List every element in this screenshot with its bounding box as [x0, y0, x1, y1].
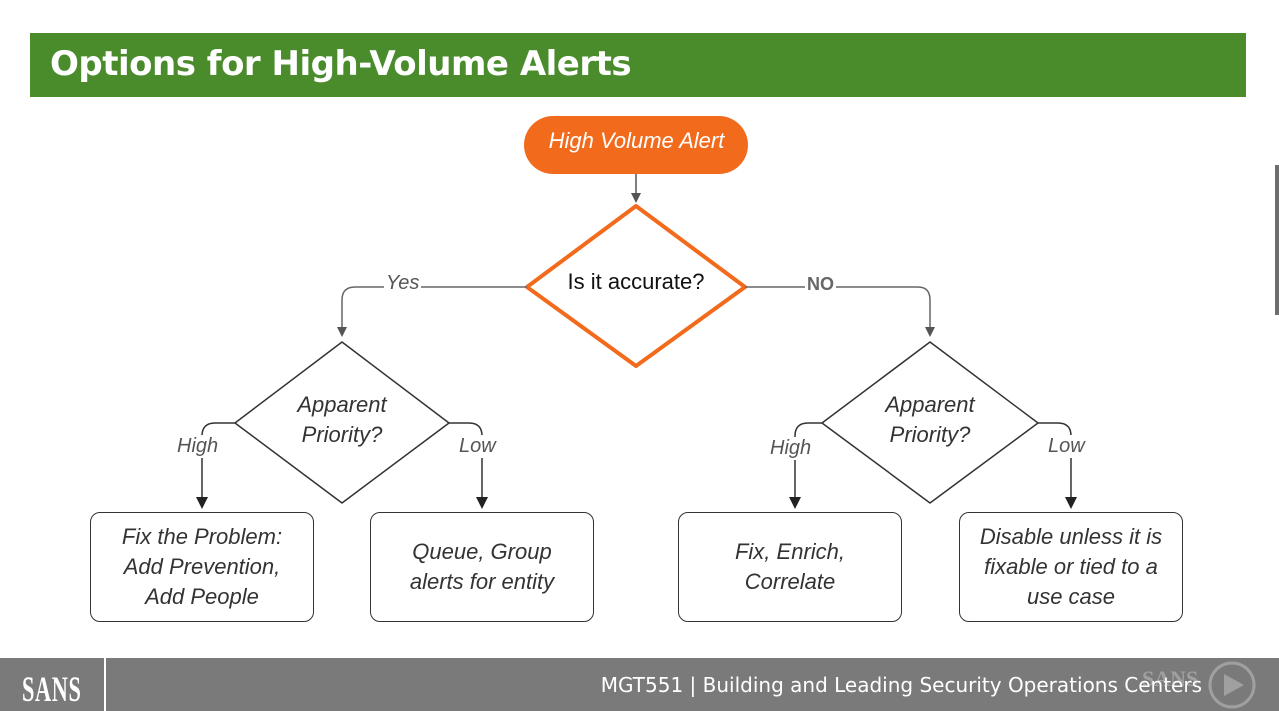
outcome-box-queue: Queue, Group alerts for entity	[370, 512, 594, 622]
start-node	[524, 116, 748, 174]
no-label: NO	[805, 274, 836, 295]
svg-text:SANS: SANS	[1142, 666, 1198, 691]
course-title: MGT551 | Building and Leading Security O…	[600, 673, 1202, 697]
yes-label: Yes	[384, 272, 422, 295]
question-node	[525, 204, 747, 368]
footer-bar: SANS MGT551 | Building and Leading Secur…	[0, 658, 1279, 711]
left-high-label: High	[175, 435, 221, 458]
right-priority-node	[821, 341, 1039, 504]
title-bar: Options for High-Volume Alerts	[30, 33, 1246, 97]
outcome-text: Disable unless it is fixable or tied to …	[979, 524, 1163, 609]
right-priority-label: Apparent Priority?	[885, 392, 975, 447]
outcome-text: Queue, Group alerts for entity	[409, 539, 555, 594]
edge-marker	[1275, 165, 1279, 315]
left-low-label: Low	[457, 435, 498, 458]
question-label: Is it accurate?	[567, 269, 705, 294]
outcome-box-fix-enrich: Fix, Enrich, Correlate	[678, 512, 902, 622]
ondemand-watermark-icon: SANS	[1142, 661, 1256, 709]
left-priority-node	[234, 341, 450, 504]
right-high-label: High	[768, 437, 814, 460]
outcome-box-fix-problem: Fix the Problem: Add Prevention, Add Peo…	[90, 512, 314, 622]
left-priority-label: Apparent Priority?	[297, 392, 387, 447]
start-label: High Volume Alert	[548, 128, 725, 153]
footer-divider	[104, 658, 106, 711]
outcome-text: Fix the Problem: Add Prevention, Add Peo…	[121, 524, 283, 609]
slide-title: Options for High-Volume Alerts	[50, 44, 632, 84]
right-low-label: Low	[1046, 435, 1087, 458]
outcome-text: Fix, Enrich, Correlate	[734, 539, 846, 594]
outcome-box-disable: Disable unless it is fixable or tied to …	[959, 512, 1183, 622]
sans-logo: SANS	[22, 669, 82, 709]
